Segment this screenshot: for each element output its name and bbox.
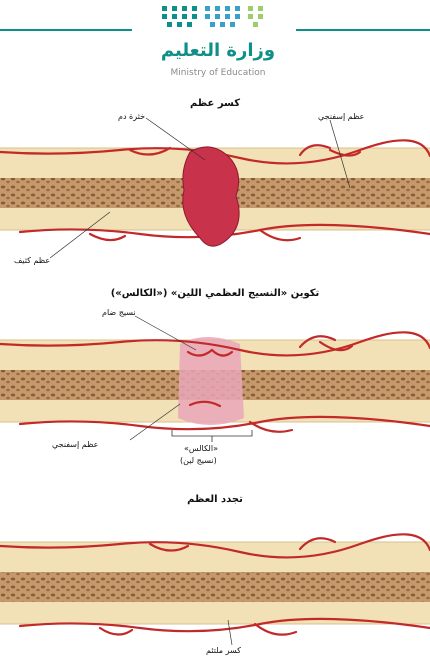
necrotic-tissue-label: نسيج ضام (102, 308, 136, 317)
soft-tissue-label: (نسيج لين) (180, 456, 217, 465)
spongy-bone-label: عظم إسفنجي (318, 112, 364, 121)
stage3-title: تجدد العظم (0, 494, 430, 505)
stage2-spongy-bone-label: عظم إسفنجي (52, 440, 98, 449)
stage3-bone (0, 542, 430, 624)
healed-fracture-label: كسر ملتئم (206, 646, 241, 655)
hematoma-label: خثرة دم (118, 112, 145, 121)
blood-clot-shape (183, 147, 239, 246)
callus-bracket (172, 430, 252, 442)
stage2-title: تكوين «النسيج العظمي اللين» («الكالس») (0, 288, 430, 299)
callus-label: «الكالس» (184, 444, 218, 453)
compact-bone-label: عظم كثيف (14, 256, 50, 265)
